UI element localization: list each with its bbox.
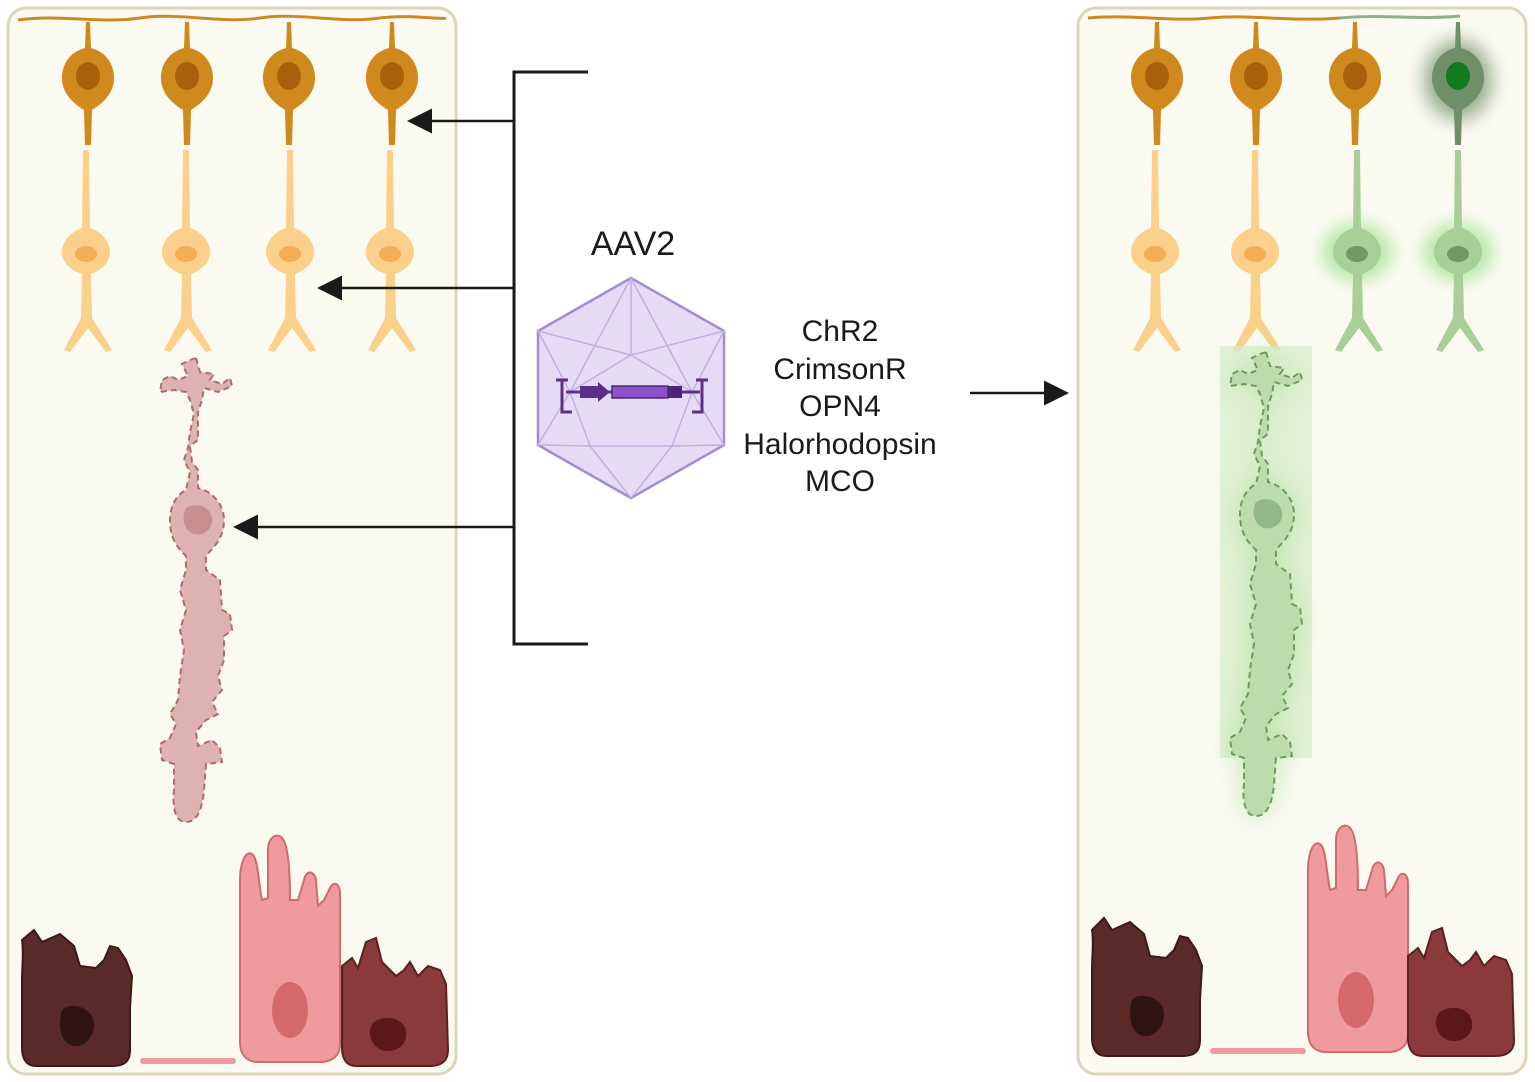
nerve-fiber-layer: [17, 14, 447, 22]
ganglion-cell: [1230, 22, 1282, 145]
bipolar-cell: [266, 150, 316, 352]
transduced-photoreceptor: [1220, 346, 1312, 818]
ganglion-cell-layer: [62, 22, 418, 145]
ganglion-cell: [263, 22, 315, 145]
aav2-capsid: [536, 276, 726, 500]
vector-label: AAV2: [591, 225, 675, 263]
ganglion-cell-layer: [1131, 22, 1492, 145]
transduced-bipolar-cell: [1424, 150, 1492, 352]
bipolar-cell: [162, 150, 212, 352]
bipolar-cell: [366, 150, 416, 352]
ganglion-cell: [366, 22, 418, 145]
opsin-label: CrimsonR: [773, 353, 906, 386]
bipolar-cell: [62, 150, 112, 352]
transduced-bipolar-cell: [1323, 150, 1391, 352]
degenerating-photoreceptor: [158, 356, 234, 824]
opsin-list: ChR2 CrimsonR OPN4 Halorhodopsin MCO: [743, 315, 936, 498]
ganglion-cell: [161, 22, 213, 145]
rpe-layer: [1090, 824, 1516, 1057]
injection-bracket: [233, 70, 588, 646]
opsin-label: OPN4: [799, 390, 881, 423]
bipolar-cell: [1231, 150, 1281, 352]
rpe-layer: [20, 834, 450, 1067]
bipolar-cell-layer: [1131, 150, 1492, 352]
ganglion-cell: [62, 22, 114, 145]
retina-panel-after: [1076, 6, 1528, 1076]
bipolar-cell: [1131, 150, 1181, 352]
opsin-label: ChR2: [802, 315, 879, 348]
transduced-ganglion-cell: [1424, 22, 1492, 145]
ganglion-cell: [1131, 22, 1183, 145]
transgene-cassette-icon: [556, 378, 708, 414]
opsin-label: Halorhodopsin: [743, 428, 936, 461]
retina-panel-before: [6, 6, 458, 1076]
opsin-label: MCO: [805, 465, 875, 498]
bipolar-cell-layer: [62, 150, 416, 352]
ganglion-cell: [1329, 22, 1381, 145]
nerve-fiber-layer: [1087, 15, 1341, 21]
